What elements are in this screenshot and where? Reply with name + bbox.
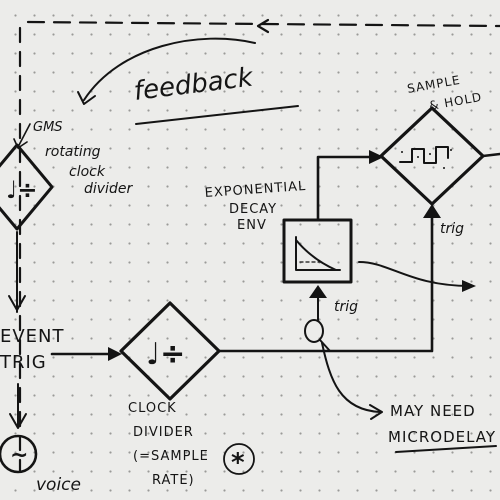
voice-wave-icon: ~ — [10, 443, 28, 468]
sh-trig-arrowhead — [423, 204, 441, 218]
sh-trig-label: trig — [440, 221, 464, 237]
env-to-sh-arrowhead — [369, 150, 384, 164]
divider-output-line — [217, 216, 434, 353]
stepped-wave-icon — [399, 146, 449, 164]
gms-divider-symbol: ♩÷ — [6, 176, 37, 204]
to-event-arrow — [8, 231, 26, 313]
microdelay-label: MICRODELAY — [388, 428, 496, 446]
clock-label-line3: (=SAMPLE — [133, 449, 209, 464]
trig-tap-loop — [304, 319, 331, 352]
clock-divider-block: ♩÷ — [119, 301, 221, 401]
decay-envelope-block — [282, 218, 353, 284]
may-need-label: MAY NEED — [390, 402, 476, 420]
microdelay-underline — [395, 445, 497, 453]
clock-divider-symbol: ♩÷ — [146, 337, 185, 372]
feedback-label: feedback — [132, 63, 255, 107]
exp-label-line2: DECAY — [229, 202, 277, 217]
env-aux-arrowhead — [462, 280, 476, 292]
to-voice-arrow — [9, 383, 27, 429]
trig-label: TRIG — [0, 352, 47, 373]
env-aux-output — [358, 261, 471, 287]
gms-label-line4: divider — [84, 181, 133, 197]
gms-label-line1: GMS — [33, 120, 63, 135]
gms-divider-block: ♩÷ — [0, 143, 54, 231]
voice-label: voice — [36, 475, 81, 495]
asterisk-symbol: * — [231, 448, 245, 478]
clock-label-line1: CLOCK — [128, 401, 177, 416]
event-label: EVENT — [0, 326, 65, 347]
env-trig-label: trig — [334, 299, 358, 315]
gms-label-line2: rotating — [45, 144, 101, 160]
sample-hold-block — [379, 106, 485, 206]
env-trig-arrowhead — [309, 285, 327, 298]
feedback-bus — [18, 18, 500, 472]
gms-label-line3: clock — [69, 164, 106, 180]
clock-label-line2: DIVIDER — [133, 425, 194, 440]
gms-annotation: GMS rotating clock divider — [13, 120, 133, 197]
clock-label-line4: RATE) — [152, 473, 195, 488]
sh-label-line1: SAMPLE — [406, 73, 462, 96]
voice-oscillator: ~ — [0, 434, 38, 474]
exp-label-line1: EXPONENTIAL — [204, 179, 307, 201]
sh-output-line — [481, 152, 500, 158]
microdelay-arrow — [321, 342, 381, 413]
feedback-annotation-arrow — [77, 37, 256, 105]
event-to-divider-arrowhead — [108, 347, 122, 361]
asterisk-marker: * — [223, 443, 255, 478]
feedback-direction-arrow — [256, 18, 270, 34]
microdelay-arrowhead — [369, 404, 383, 420]
sh-label-line2: & HOLD — [428, 90, 483, 113]
env-to-sh-line — [316, 155, 380, 222]
feedback-underline — [135, 105, 299, 125]
decay-curve-icon — [295, 236, 341, 271]
exp-label-line3: ENV — [237, 218, 267, 233]
